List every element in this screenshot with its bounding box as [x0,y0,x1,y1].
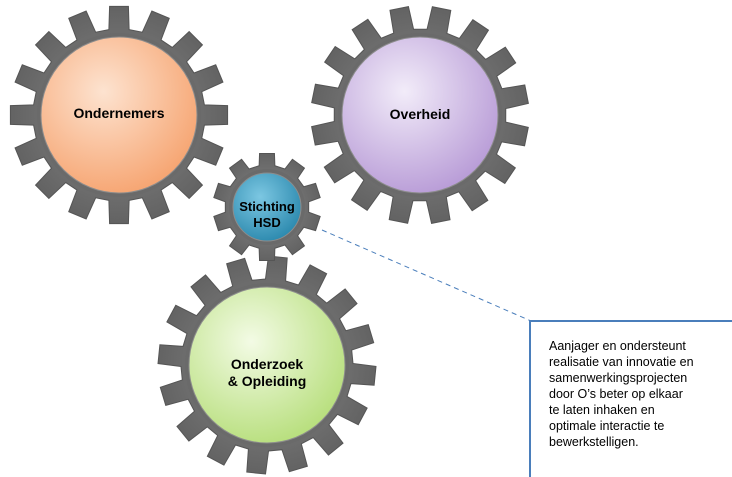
label-overheid: Overheid [360,106,480,123]
gear-onderzoek-face [188,286,346,444]
callout-text: Aanjager en ondersteunt realisatie van i… [549,339,694,449]
gear-overheid-face [341,36,499,194]
gear-ondernemers [9,5,229,225]
gear-onderzoek [157,255,377,475]
connector-line [321,229,532,322]
gear-stichting [213,153,321,261]
label-stichting-line2: HSD [253,215,281,230]
label-onderzoek-line2: & Opleiding [227,373,307,389]
gear-stichting-face [232,172,302,242]
label-ondernemers: Ondernemers [59,105,179,122]
callout-box: Aanjager en ondersteunt realisatie van i… [529,320,732,477]
label-onderzoek: Onderzoek & Opleiding [207,356,327,390]
label-overheid-text: Overheid [389,106,451,122]
label-stichting-line1: Stichting [239,199,295,214]
gear-overheid [311,6,529,224]
gear-ondernemers-face [40,36,198,194]
label-ondernemers-text: Ondernemers [73,105,165,121]
label-onderzoek-line1: Onderzoek [230,356,304,372]
label-stichting: Stichting HSD [222,199,312,231]
